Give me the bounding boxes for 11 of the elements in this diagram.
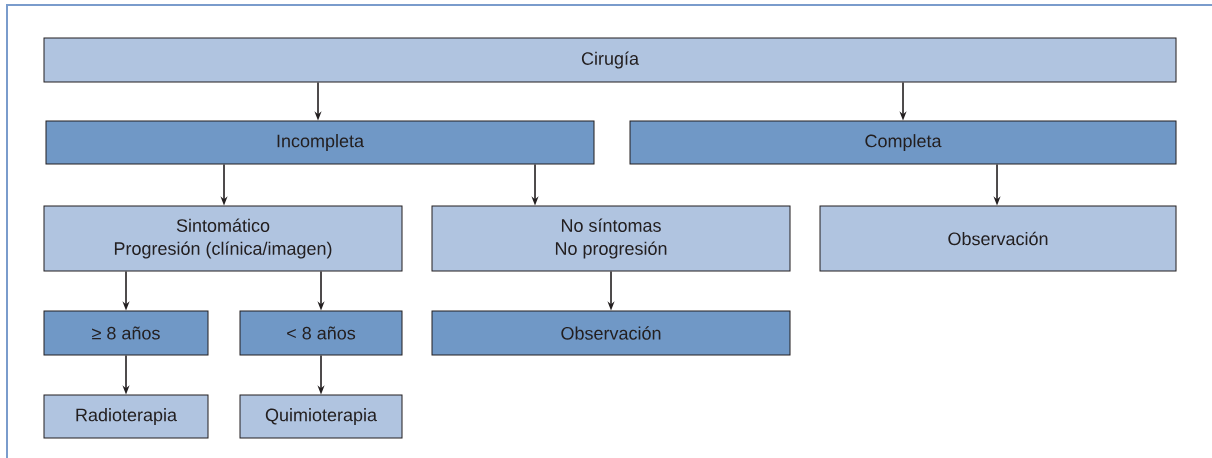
step-box: Quimioterapia bbox=[239, 394, 403, 439]
outcome-box: Observación bbox=[431, 310, 791, 356]
step-box: Sintomático Progresión (clínica/imagen) bbox=[43, 205, 403, 272]
outcome-box: Completa bbox=[629, 120, 1177, 165]
outcome-box: ≥ 8 años bbox=[43, 310, 209, 356]
outcome-box: < 8 años bbox=[239, 310, 403, 356]
outcome-box: Incompleta bbox=[45, 120, 595, 165]
step-box: Observación bbox=[819, 205, 1177, 272]
step-box: Radioterapia bbox=[43, 394, 209, 439]
step-box: Cirugía bbox=[43, 37, 1177, 83]
step-box: No síntomas No progresión bbox=[431, 205, 791, 272]
